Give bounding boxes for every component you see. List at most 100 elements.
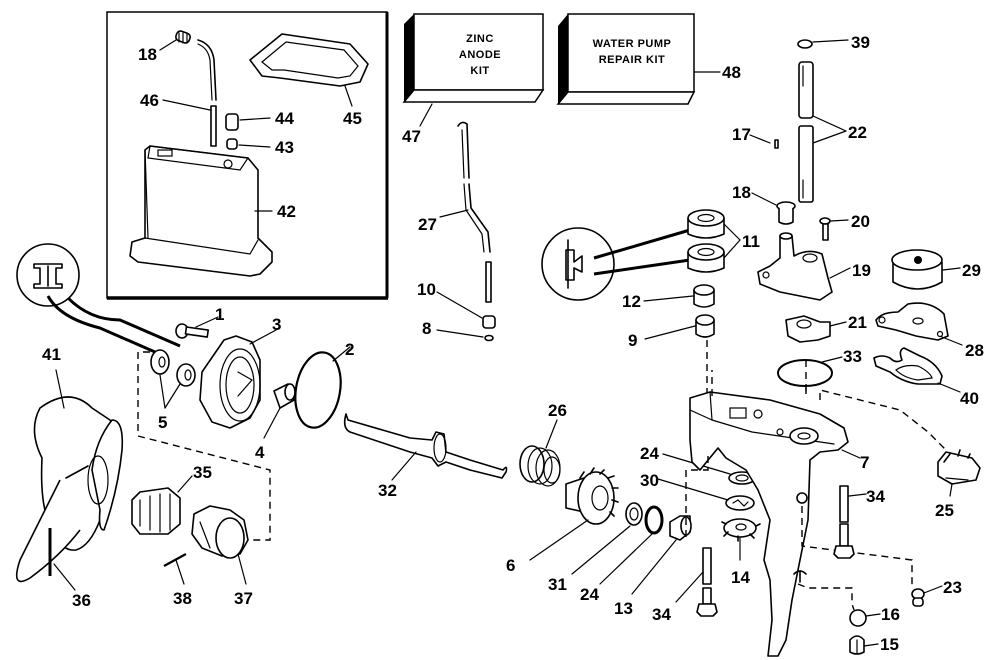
callout-47: 47	[402, 127, 421, 146]
callout-12: 12	[622, 292, 641, 311]
callout-43: 43	[275, 138, 294, 157]
part-25-anode	[937, 449, 981, 485]
zinc-anode-kit-box[interactable]: ZINC ANODE KIT	[402, 13, 545, 103]
part-38-shear-pin	[163, 553, 187, 567]
part-46-tube	[197, 39, 217, 147]
part-12-bearing	[693, 284, 715, 308]
part-21-impeller	[785, 315, 831, 343]
callout-16: 16	[881, 605, 900, 624]
callout-10: 10	[417, 280, 436, 299]
part-31-clip	[625, 502, 643, 526]
part-22-driveshaft	[798, 61, 814, 203]
pump-kit-line-2: REPAIR KIT	[599, 54, 666, 66]
part-37-drive-pin-hub	[191, 505, 249, 559]
callout-8: 8	[422, 319, 431, 338]
callout-2: 2	[345, 340, 354, 359]
part-20-screw	[819, 217, 831, 241]
part-9-bearing	[695, 314, 715, 338]
zinc-kit-line-1: ZINC	[466, 33, 494, 45]
part-18-spring-inset	[175, 30, 191, 44]
callout-4: 4	[255, 443, 265, 462]
callout-40: 40	[960, 389, 979, 408]
part-27-water-tube	[457, 121, 492, 303]
callout-37: 37	[234, 589, 253, 608]
pump-kit-line-1: WATER PUMP	[593, 38, 672, 50]
bearing-detail-circle	[541, 227, 615, 301]
part-39-retaining-ring	[797, 39, 813, 49]
part-18-bushing	[776, 201, 796, 225]
part-42-exhaust-housing	[129, 145, 273, 277]
part-3-bearing-housing	[199, 335, 261, 429]
callout-14: 14	[731, 568, 750, 587]
callout-18: 18	[732, 183, 751, 202]
callout-36: 36	[72, 591, 91, 610]
callout-19: 19	[852, 261, 871, 280]
callout-45: 45	[343, 109, 362, 128]
callout-29: 29	[962, 261, 981, 280]
part-40-gasket	[873, 347, 943, 385]
part-19-pump-housing	[757, 232, 833, 301]
part-44-grommet	[225, 113, 239, 131]
part-4-bearing	[273, 383, 296, 409]
part-5-seal-a	[150, 349, 170, 375]
callout-18-inset: 18	[138, 45, 157, 64]
water-pump-repair-kit-box[interactable]: WATER PUMP REPAIR KIT	[556, 13, 696, 105]
part-33-o-ring	[777, 359, 833, 387]
part-10-grommet	[482, 315, 496, 329]
part-15-screw	[849, 635, 865, 655]
callout-27: 27	[418, 215, 437, 234]
part-32-propeller-shaft	[343, 413, 508, 479]
callout-21: 21	[848, 313, 867, 332]
seal-detail-circle	[16, 243, 80, 307]
part-35-thrust-hub	[131, 487, 181, 535]
callout-46: 46	[140, 91, 159, 110]
callout-32: 32	[378, 481, 397, 500]
part-2-o-ring	[294, 351, 342, 429]
callout-17: 17	[732, 125, 751, 144]
callout-22: 22	[848, 123, 867, 142]
callout-20: 20	[851, 212, 870, 231]
part-23-screw	[911, 588, 925, 607]
part-17-pin	[774, 139, 779, 149]
part-41-propeller	[15, 396, 124, 583]
callout-38: 38	[173, 589, 192, 608]
part-45-gasket	[249, 33, 369, 87]
callout-25: 25	[935, 501, 954, 520]
callout-6: 6	[506, 556, 515, 575]
callout-42: 42	[277, 202, 296, 221]
part-5-seal-b	[176, 363, 196, 387]
callout-35: 35	[193, 463, 212, 482]
part-11-bearing-lower	[687, 243, 725, 273]
callout-28: 28	[965, 341, 984, 360]
callout-48: 48	[722, 63, 741, 82]
callout-24-lower: 24	[580, 585, 599, 604]
part-34-stud-lower	[696, 547, 718, 617]
callout-34-lower: 34	[652, 605, 671, 624]
callout-41: 41	[42, 345, 61, 364]
part-1-screw	[175, 323, 210, 339]
callout-24-upper: 24	[640, 444, 659, 463]
callout-33: 33	[843, 347, 862, 366]
zinc-kit-line-3: KIT	[470, 65, 489, 77]
callout-34-upper: 34	[866, 487, 885, 506]
part-13-bearing	[669, 515, 692, 541]
callout-15: 15	[880, 635, 899, 654]
callout-9: 9	[628, 331, 637, 350]
part-11-bearing-upper	[687, 209, 725, 239]
callout-39: 39	[851, 33, 870, 52]
zinc-kit-line-2: ANODE	[459, 49, 501, 61]
part-6-gear	[565, 467, 619, 525]
callout-31: 31	[548, 575, 567, 594]
callout-44: 44	[275, 109, 294, 128]
callout-30: 30	[640, 471, 659, 490]
callout-11: 11	[742, 232, 760, 251]
inset-box: 18 46 44 43 42 45	[106, 11, 389, 300]
part-34-stud-upper	[833, 485, 855, 559]
part-7-gearcase	[689, 391, 849, 657]
callout-13: 13	[614, 599, 633, 618]
part-28-plate	[875, 302, 949, 341]
part-8-seal	[484, 334, 494, 342]
part-29-pump-cup	[891, 249, 943, 290]
callout-7: 7	[860, 453, 869, 472]
